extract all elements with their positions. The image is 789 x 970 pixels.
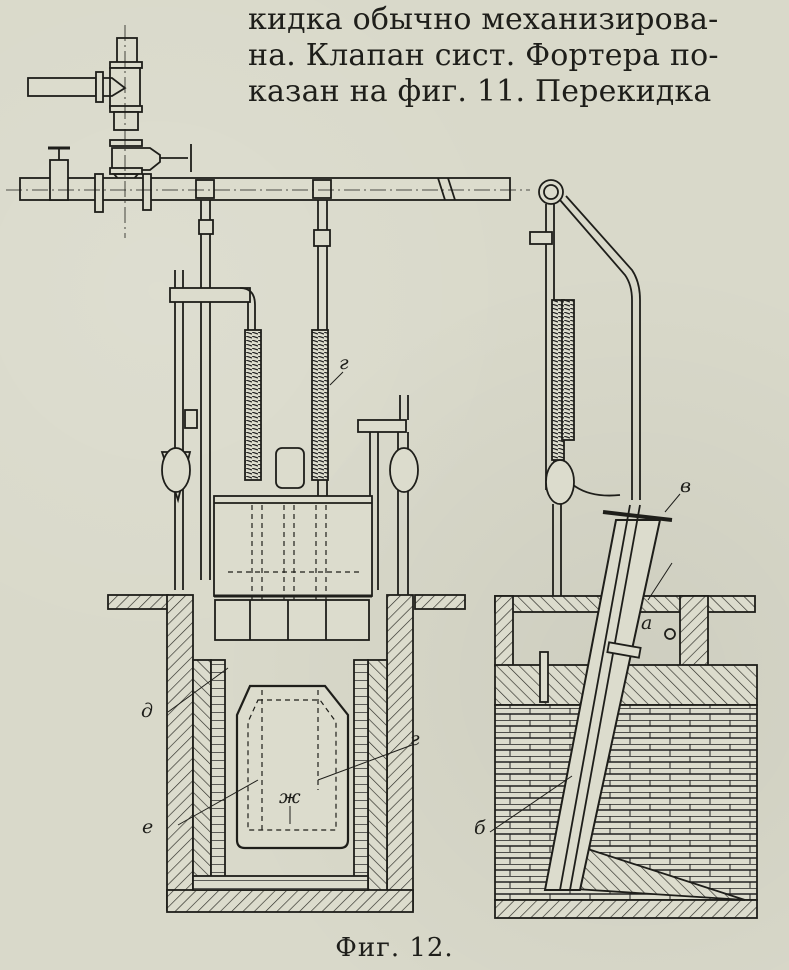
left-pit — [107, 594, 466, 913]
right-pipes — [529, 179, 641, 600]
figure-label-g-top: г — [339, 352, 349, 374]
leader-lines — [167, 371, 681, 833]
left-pipes — [160, 200, 419, 595]
text-line: казан на фиг. 11. Перекидка — [248, 74, 712, 109]
figure-label-b: б — [474, 817, 486, 839]
figure-label-g-bottom: г — [410, 728, 420, 750]
top-piping — [6, 25, 530, 238]
figure-caption: Фиг. 12. — [335, 933, 454, 963]
transformer-tank — [213, 495, 373, 641]
figure-label-v: в — [680, 475, 692, 497]
text-line: на. Клапан сист. Фортера по- — [248, 38, 719, 73]
figure-label-a: а — [641, 612, 653, 634]
figure-label-d: д — [141, 700, 154, 722]
right-pit — [494, 504, 758, 919]
figure-label-e: е — [142, 816, 154, 838]
body-text: кидка обычно механизирова- на. Клапан си… — [248, 2, 788, 110]
text-line: кидка обычно механизирова- — [248, 2, 719, 37]
figure-label-zh: ж — [279, 786, 301, 808]
